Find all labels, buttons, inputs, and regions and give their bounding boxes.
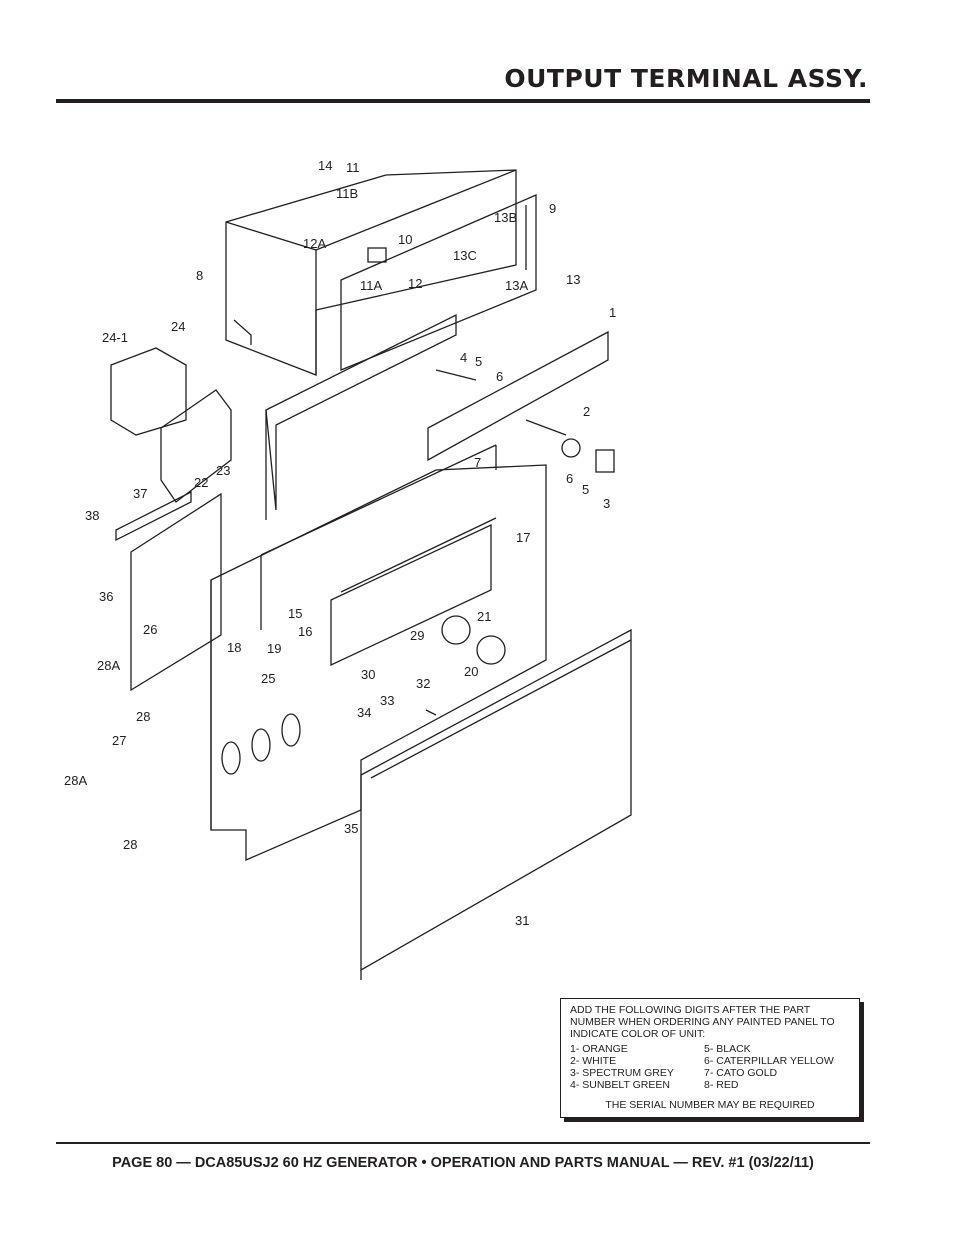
color-item: 4- SUNBELT GREEN	[570, 1079, 670, 1091]
callout-13a: 13A	[505, 278, 528, 293]
page-footer: PAGE 80 — DCA85USJ2 60 HZ GENERATOR • OP…	[112, 1155, 814, 1171]
diagram-linework	[110, 169, 632, 980]
callout-38: 38	[85, 508, 99, 523]
callout-3: 3	[603, 496, 610, 511]
color-item: 2- WHITE	[570, 1055, 617, 1067]
callout-11a: 11A	[360, 278, 382, 293]
color-item: 7- CATO GOLD	[704, 1067, 778, 1079]
callout-7: 7	[474, 455, 481, 470]
note-intro: ADD THE FOLLOWING DIGITS AFTER THE PART …	[570, 1004, 835, 1040]
callout-36: 36	[99, 589, 113, 604]
callout-28-2: 28	[123, 837, 137, 852]
callout-13b: 13B	[494, 210, 517, 225]
callout-12a: 12A	[303, 236, 326, 251]
callout-35: 35	[344, 821, 358, 836]
color-item: 8- RED	[704, 1079, 739, 1091]
callout-13c: 13C	[453, 248, 477, 263]
color-item: 6- CATERPILLAR YELLOW	[704, 1055, 834, 1067]
color-item: 3- SPECTRUM GREY	[570, 1067, 674, 1079]
callout-31: 31	[515, 913, 529, 928]
callout-13: 13	[566, 272, 580, 287]
color-item: 5- BLACK	[704, 1043, 751, 1055]
serial-number-note: THE SERIAL NUMBER MAY BE REQUIRED	[605, 1099, 815, 1111]
header-rule	[56, 99, 870, 103]
callout-26: 26	[143, 622, 157, 637]
callout-11: 11	[346, 160, 360, 175]
callout-34: 34	[357, 705, 371, 720]
callout-8: 8	[196, 268, 203, 283]
callout-18: 18	[227, 640, 241, 655]
callout-24: 24	[171, 319, 185, 334]
color-code-note: ADD THE FOLLOWING DIGITS AFTER THE PART …	[560, 998, 860, 1118]
color-item: 1- ORANGE	[570, 1043, 628, 1055]
exploded-parts-diagram: 14 11 11B 12A 10 12 11A 8 13B 9 13C 13A …	[56, 110, 870, 990]
callout-5b: 5	[582, 482, 589, 497]
callout-11b: 11B	[336, 186, 358, 201]
callout-21: 21	[477, 609, 491, 624]
callout-14: 14	[318, 158, 332, 173]
callout-32: 32	[416, 676, 430, 691]
callout-4: 4	[460, 350, 467, 365]
callout-12: 12	[408, 276, 422, 291]
callout-28: 28	[136, 709, 150, 724]
callout-27: 27	[112, 733, 126, 748]
callout-20: 20	[464, 664, 478, 679]
callout-6: 6	[496, 369, 503, 384]
callout-5: 5	[475, 354, 482, 369]
callout-16: 16	[298, 624, 312, 639]
callout-33: 33	[380, 693, 394, 708]
callout-25: 25	[261, 671, 275, 686]
color-list-left: 1- ORANGE 2- WHITE 3- SPECTRUM GREY 4- S…	[570, 1043, 674, 1091]
footer-rule	[56, 1142, 870, 1144]
callout-2: 2	[583, 404, 590, 419]
callout-17: 17	[516, 530, 530, 545]
callout-9: 9	[549, 201, 556, 216]
callout-28a: 28A	[97, 658, 120, 673]
callout-1: 1	[609, 305, 616, 320]
callout-23: 23	[216, 463, 230, 478]
callout-6b: 6	[566, 471, 573, 486]
callout-30: 30	[361, 667, 375, 682]
callout-15: 15	[288, 606, 302, 621]
callout-24-1: 24-1	[102, 330, 128, 345]
callout-37: 37	[133, 486, 147, 501]
page-title: OUTPUT TERMINAL ASSY.	[504, 64, 868, 93]
callout-29: 29	[410, 628, 424, 643]
callout-10: 10	[398, 232, 412, 247]
callout-28a-2: 28A	[64, 773, 87, 788]
callout-labels: 14 11 11B 12A 10 12 11A 8 13B 9 13C 13A …	[64, 158, 616, 928]
diagram-drawing: 14 11 11B 12A 10 12 11A 8 13B 9 13C 13A …	[64, 158, 632, 980]
color-list-right: 5- BLACK 6- CATERPILLAR YELLOW 7- CATO G…	[704, 1043, 834, 1091]
callout-19: 19	[267, 641, 281, 656]
callout-22: 22	[194, 475, 208, 490]
